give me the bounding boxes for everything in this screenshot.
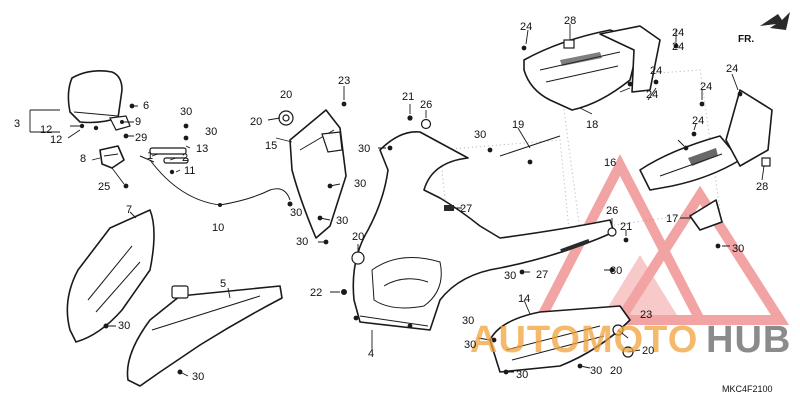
- callout-c29: 29: [135, 132, 147, 144]
- part-hardware-cluster: [149, 123, 191, 175]
- diagram-code: MKC4F2100: [722, 384, 773, 394]
- callout-c10: 10: [212, 222, 224, 234]
- callout-c24h: 24: [692, 115, 704, 127]
- callout-c30d: 30: [192, 371, 204, 383]
- part-bracket-17: [680, 199, 730, 249]
- watermark-brand-left: AUTOMOTO: [470, 319, 698, 361]
- callout-c5: 5: [220, 278, 226, 290]
- callout-c11: 11: [184, 165, 195, 177]
- callout-c7: 7: [126, 204, 132, 216]
- callout-c30a: 30: [180, 106, 192, 118]
- callout-c26b: 26: [606, 205, 618, 217]
- callout-c30b: 30: [205, 126, 217, 138]
- callout-c14: 14: [518, 293, 530, 305]
- callout-c17: 17: [666, 213, 678, 225]
- callout-c2: 2: [182, 152, 188, 164]
- callout-c18: 18: [586, 119, 598, 131]
- callout-c30i: 30: [474, 129, 486, 141]
- callout-c20b: 20: [250, 116, 262, 128]
- callout-c20c: 20: [352, 231, 364, 243]
- callout-c20a: 20: [280, 89, 292, 101]
- part-rod-19: [487, 127, 561, 165]
- part-lower-cover-5: [126, 285, 283, 387]
- callout-c30q: 30: [290, 207, 302, 219]
- part-side-cover-7: [66, 209, 155, 343]
- callout-c8: 8: [80, 153, 86, 165]
- callout-c30c: 30: [118, 320, 130, 332]
- callout-c30l: 30: [732, 243, 744, 255]
- part-inner-panel-15: [267, 86, 347, 245]
- part-lower-trim-14: [477, 238, 641, 375]
- callout-c21a: 21: [402, 91, 414, 103]
- front-direction-label: FR.: [738, 34, 754, 45]
- callout-c24b: 24: [672, 27, 684, 39]
- callout-c19: 19: [512, 119, 524, 131]
- callout-c24a: 24: [520, 21, 532, 33]
- callout-c24f: 24: [726, 63, 738, 75]
- callout-c12b: 12: [50, 134, 62, 146]
- watermark-brand-right: HUB: [706, 319, 791, 361]
- part-cable-10: [139, 155, 293, 207]
- callout-c23a: 23: [338, 75, 350, 87]
- front-direction-arrow: FR.: [738, 12, 790, 45]
- callout-c22: 22: [310, 287, 322, 299]
- callout-c30n: 30: [464, 339, 476, 351]
- callout-c12a: 12: [40, 124, 52, 136]
- callout-c28b: 28: [756, 181, 768, 193]
- callout-c6: 6: [143, 100, 149, 112]
- callout-c30k: 30: [610, 265, 622, 277]
- callout-c16: 16: [604, 157, 616, 169]
- arrow-icon: [760, 12, 790, 30]
- watermark-brand: AUTOMOTO HUB: [470, 319, 791, 361]
- callout-c13: 13: [196, 143, 208, 155]
- callout-c28a: 28: [564, 15, 576, 27]
- callout-c24d: 24: [650, 65, 662, 77]
- callout-c24e: 24: [646, 89, 658, 101]
- callout-c23b: 23: [640, 309, 652, 321]
- callout-c24g: 24: [700, 81, 712, 93]
- callout-c30o: 30: [516, 369, 528, 381]
- callout-c1: 1: [147, 150, 153, 162]
- part-windscreen: [29, 70, 138, 139]
- callout-c21b: 21: [620, 221, 632, 233]
- callout-c30f: 30: [354, 178, 366, 190]
- callout-c15: 15: [265, 140, 277, 152]
- callout-c30m: 30: [462, 315, 474, 327]
- callout-c30j: 30: [504, 270, 516, 282]
- part-inner-fender-18: [521, 24, 679, 115]
- callout-c24c: 24: [672, 41, 684, 53]
- callout-c3: 3: [14, 118, 20, 130]
- part-fasteners-21-26: [378, 104, 462, 211]
- part-side-panel-16: [639, 73, 773, 191]
- callout-c20d: 20: [642, 345, 654, 357]
- callout-c27b: 27: [536, 269, 548, 281]
- callout-c30h: 30: [296, 236, 308, 248]
- callout-c4: 4: [368, 348, 374, 360]
- callout-c27a: 27: [460, 203, 472, 215]
- part-fasteners-right: [607, 218, 629, 243]
- callout-c30g: 30: [336, 215, 348, 227]
- callout-c30e: 30: [358, 143, 370, 155]
- callout-c20e: 20: [610, 365, 622, 377]
- callout-c30p: 30: [590, 365, 602, 377]
- callout-c26a: 26: [420, 99, 432, 111]
- part-bracket-8: [91, 145, 129, 189]
- callout-c9: 9: [135, 116, 141, 128]
- callout-c25: 25: [98, 181, 110, 193]
